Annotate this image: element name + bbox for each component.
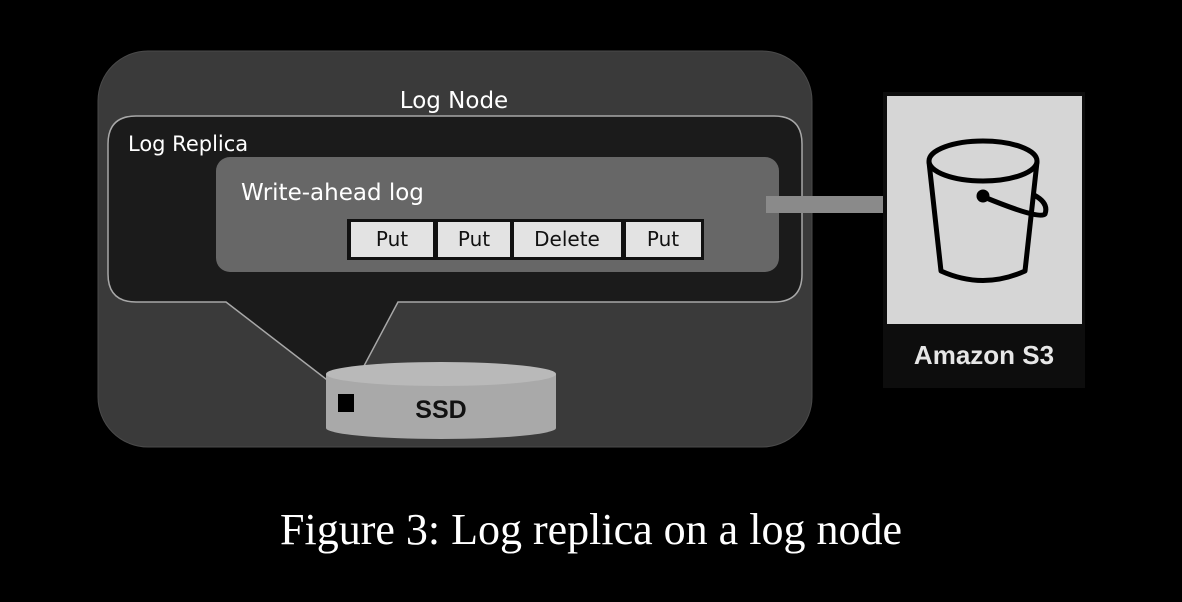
- log-entry-4-label: Put: [647, 227, 679, 251]
- ssd: SSD: [326, 362, 556, 439]
- ssd-top: [326, 362, 556, 386]
- amazon-s3: Amazon S3: [883, 92, 1085, 388]
- s3-icon-panel: [887, 96, 1082, 324]
- ssd-body: [326, 374, 556, 439]
- log-node-title: Log Node: [400, 88, 508, 114]
- write-ahead-log: Write-ahead log Put Put Delete Put: [216, 157, 779, 272]
- log-entry-3-label: Delete: [534, 227, 600, 251]
- log-entry-2: [438, 222, 510, 257]
- ssd-callout-marker: [338, 394, 354, 412]
- write-ahead-log-title: Write-ahead log: [241, 180, 424, 206]
- s3-label: Amazon S3: [914, 340, 1054, 370]
- upload-arrow-shaft: [766, 196, 914, 213]
- log-entry-2-label: Put: [458, 227, 490, 251]
- figure-caption: Figure 3: Log replica on a log node: [280, 505, 902, 554]
- log-entry-4: [626, 222, 701, 257]
- log-entry-1: [351, 222, 433, 257]
- log-entry-1-label: Put: [376, 227, 408, 251]
- log-entry-3: [514, 222, 621, 257]
- ssd-label: SSD: [415, 396, 466, 424]
- log-replica-title: Log Replica: [128, 132, 248, 156]
- bucket-icon: [926, 138, 1049, 283]
